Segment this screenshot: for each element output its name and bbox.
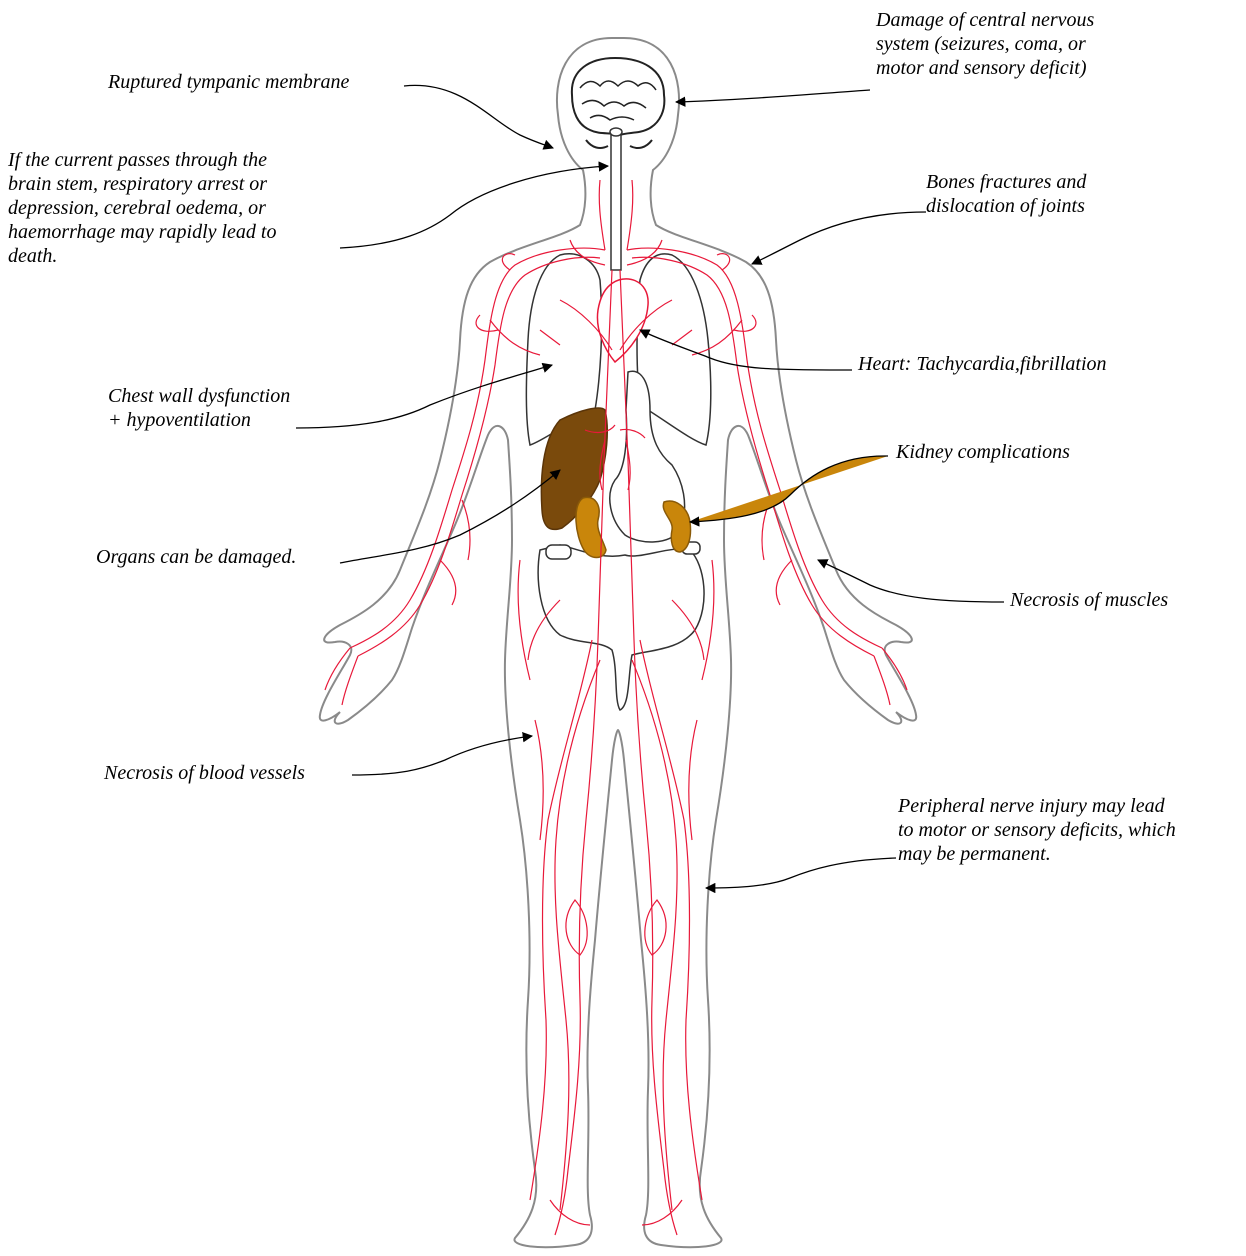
label-bones-fractures: Bones fractures and dislocation of joint… [926,170,1086,218]
arrow-cns [676,90,870,102]
arrow-vessels [352,736,532,775]
label-heart: Heart: Tachycardia,fibrillation [858,352,1107,376]
brain-stem [611,130,621,270]
label-muscles: Necrosis of muscles [1010,588,1168,612]
label-brain-stem: If the current passes through the brain … [8,148,277,268]
label-cns: Damage of central nervous system (seizur… [876,8,1094,80]
label-kidney: Kidney complications [896,440,1070,464]
arrow-bones [752,212,926,264]
label-organs: Organs can be damaged. [96,545,296,569]
label-ruptured-tympanic-membrane: Ruptured tympanic membrane [108,70,349,94]
arrow-nerve [706,858,896,888]
arrow-ear [404,85,553,148]
label-blood-vessels: Necrosis of blood vessels [104,761,305,785]
label-chest-wall: Chest wall dysfunction + hypoventilation [108,384,290,432]
label-peripheral-nerve: Peripheral nerve injury may lead to moto… [898,794,1176,866]
